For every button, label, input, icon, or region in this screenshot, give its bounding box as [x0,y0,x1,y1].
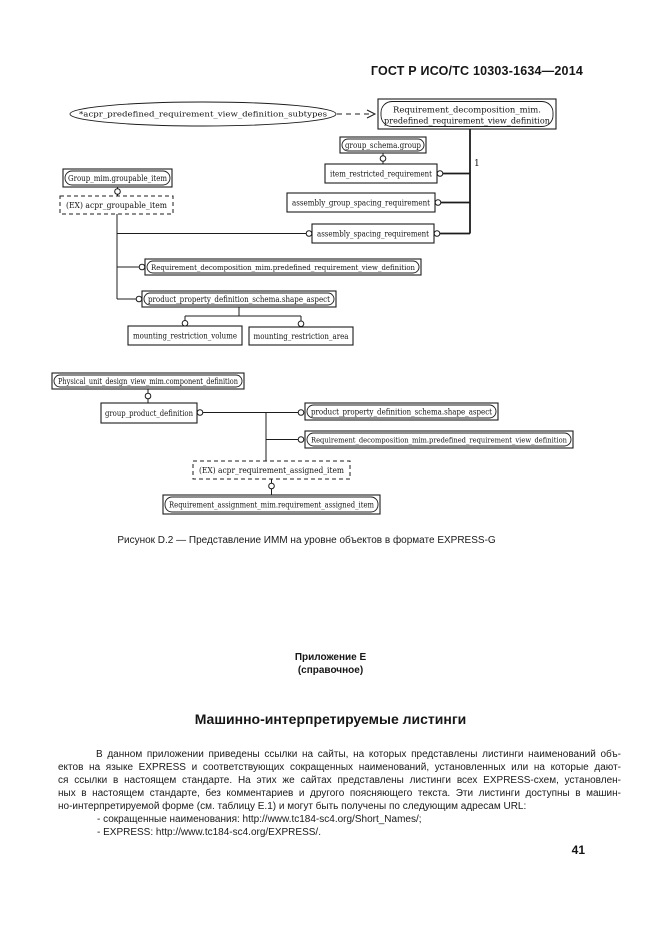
paragraph-line: ся ссылки в настоящем стандарте. На этих… [58,775,621,786]
assembly-group-spacing-requirement-node: assembly_group_spacing_requirement [286,192,436,213]
relation-circle-icon [434,199,442,206]
item-restricted-requirement-label: item_restricted_requirement [330,170,433,179]
shape-aspect-ref-node: product_property_definition_schema.shape… [141,290,337,308]
annex-body: В данном приложении приведены ссылки на … [58,748,621,839]
cardinality-label: 1 [474,159,480,169]
requirement-decomposition-ref2-node: Requirement_decomposition_mim.predefined… [304,430,574,449]
annex-title: Приложение Е [294,652,367,663]
relation-circle-icon [138,263,146,271]
requirement-assignment-ref-label: Requirement_assignment_mim.requirement_a… [169,501,374,510]
assembly-group-spacing-requirement-label: assembly_group_spacing_requirement [292,199,431,208]
group-product-definition-label: group_product_definition [105,409,193,418]
ex-acpr-requirement-assigned-item-label: (EX) acpr_requirement_assigned_item [199,466,344,475]
relation-circle-icon [181,320,189,327]
list-item-express: - EXPRESS: http://www.tc184-sc4.org/EXPR… [97,827,321,838]
requirement-decomposition-ref-label: Requirement_decomposition_mim.predefined… [151,263,415,272]
requirement-decomposition-ref2-label: Requirement_decomposition_mim.predefined… [311,436,567,445]
physical-unit-component-definition-node: Physical_unit_design_view_mim.component_… [51,372,245,390]
assembly-spacing-requirement-label: assembly_spacing_requirement [317,230,430,239]
mounting-restriction-area-node: mounting_restriction_area [248,326,354,346]
paragraph-line: но-интерпретируемой форме (см. таблицу Е… [58,801,527,812]
subtype-fan-lines [184,307,302,321]
relation-arrowhead-icon [366,109,377,119]
annex-subtitle: (справочное) [297,664,364,676]
annex-heading: Машинно-интерпретируемые листинги [194,711,467,727]
paragraph-line: ных в настоящем стандарте, без комментар… [58,788,621,799]
relation-circle-icon [379,155,387,162]
top-entity-label-line2: predefined_requirement_view_definition [384,117,550,126]
assembly-spacing-requirement-node: assembly_spacing_requirement [311,223,435,244]
relation-circle-icon [297,320,305,328]
relation-circle-icon [305,230,313,237]
mounting-restriction-volume-node: mounting_restriction_volume [127,325,243,346]
list-item-short-names: - сокращенные наименования: http://www.t… [97,814,422,825]
relation-circle-icon [114,188,121,195]
shape-aspect-ref2-node: product_property_definition_schema.shape… [304,402,499,421]
shape-aspect-ref-label: product_property_definition_schema.shape… [148,295,331,304]
top-entity-label-line1: Requirement_decomposition_mim. [393,106,541,115]
requirement-assignment-ref-node: Requirement_assignment_mim.requirement_a… [162,494,381,515]
ex-acpr-groupable-item-node: (EX) acpr_groupable_item [59,195,174,215]
paragraph-line: В данном приложении приведены ссылки на … [96,749,621,760]
group-schema-group-label: group_schema.group [345,141,421,150]
relation-circle-icon [144,392,152,400]
shape-aspect-ref2-label: product_property_definition_schema.shape… [311,408,493,417]
document-header-title: ГОСТ Р ИСО/ТС 10303-1634—2014 [370,64,583,78]
figure-caption: Рисунок D.2 — Представление ИММ на уровн… [117,535,496,546]
mounting-restriction-volume-label: mounting_restriction_volume [133,332,237,341]
requirement-decomposition-ref-node: Requirement_decomposition_mim.predefined… [144,258,422,276]
annex-title-block: Приложение Е (справочное) [47,652,614,677]
ex-acpr-groupable-item-label: (EX) acpr_groupable_item [66,201,167,210]
subtypes-ellipse-label: *acpr_predefined_requirement_view_defini… [79,110,327,119]
requirement-decomposition-top-node: Requirement_decomposition_mim. predefine… [377,98,557,130]
relation-circle-icon [135,295,143,303]
relation-circle-icon [433,230,441,237]
paragraph-line: ектов на языке EXPRESS и соответствующих… [58,762,621,773]
group-schema-group-node: group_schema.group [339,136,427,154]
relation-circle-icon [436,170,444,177]
page-number: 41 [571,843,585,857]
relation-circle-icon [268,482,275,490]
subtypes-ellipse-node: *acpr_predefined_requirement_view_defini… [69,101,337,127]
item-restricted-requirement-node: item_restricted_requirement [324,163,438,184]
express-g-diagram: *acpr_predefined_requirement_view_defini… [51,98,574,515]
group-mim-groupable-item-label: Group_mim.groupable_item [68,174,167,183]
ex-acpr-requirement-assigned-item-node: (EX) acpr_requirement_assigned_item [192,460,351,480]
physical-unit-component-definition-label: Physical_unit_design_view_mim.component_… [58,377,238,386]
relation-circle-icon [297,409,305,416]
group-product-definition-node: group_product_definition [100,402,198,424]
relation-circle-icon [297,436,305,443]
mounting-restriction-area-label: mounting_restriction_area [254,332,349,341]
group-mim-groupable-item-node: Group_mim.groupable_item [62,168,173,188]
relation-circle-icon [196,409,204,416]
